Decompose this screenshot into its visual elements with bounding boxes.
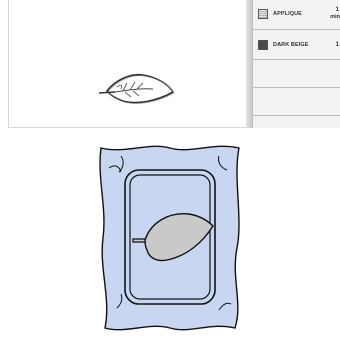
embroidery-screen: APPLIQUE 1 min DARK BEIGE 1 bbox=[0, 0, 340, 128]
leaf-stem bbox=[133, 239, 145, 242]
thread-time-unit: min bbox=[330, 14, 340, 20]
thread-name: APPLIQUE bbox=[273, 11, 302, 17]
thread-number: 1 bbox=[336, 42, 339, 48]
thread-row-applique[interactable]: APPLIQUE 1 min bbox=[253, 0, 340, 30]
thread-number: 1 bbox=[336, 7, 339, 13]
embroidery-hoop-illustration bbox=[95, 138, 245, 336]
thread-row-empty bbox=[253, 116, 340, 128]
leaf-pattern-preview bbox=[97, 63, 177, 107]
pattern-preview-panel bbox=[8, 0, 247, 128]
thread-color-list[interactable]: APPLIQUE 1 min DARK BEIGE 1 bbox=[252, 0, 340, 128]
applique-material-swatch bbox=[258, 9, 268, 19]
thread-row-dark-beige[interactable]: DARK BEIGE 1 bbox=[253, 30, 340, 60]
thread-row-empty bbox=[253, 88, 340, 116]
thread-row-empty bbox=[253, 60, 340, 88]
dark-beige-swatch bbox=[258, 40, 268, 50]
thread-name: DARK BEIGE bbox=[273, 42, 309, 48]
